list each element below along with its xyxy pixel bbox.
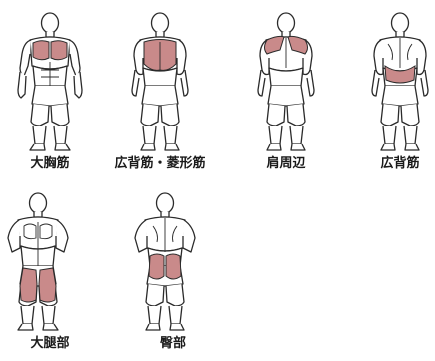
lower-back-highlight xyxy=(384,65,416,84)
back-body-icon xyxy=(131,12,189,151)
figure-label: 広背筋・菱形筋 xyxy=(114,156,206,171)
front-body-icon xyxy=(7,192,69,331)
figure-label: 肩周辺 xyxy=(266,156,306,171)
glute-highlight xyxy=(148,253,182,280)
figure-thighs: 大腿部 xyxy=(0,186,88,351)
figure-label: 臀部 xyxy=(159,336,186,351)
figure-lower-back: 広背筋 xyxy=(350,6,435,171)
figure-label: 広背筋 xyxy=(380,156,420,171)
chest-highlight xyxy=(32,40,68,61)
back-body-icon xyxy=(134,192,196,331)
figure-upper-back: 広背筋・菱形筋 xyxy=(110,6,210,171)
figure-label: 大腿部 xyxy=(30,336,70,351)
front-body-icon xyxy=(17,12,83,151)
back-body-icon xyxy=(257,12,315,151)
figure-label: 大胸筋 xyxy=(30,156,70,171)
figure-glutes: 臀部 xyxy=(115,186,215,351)
figure-shoulders: 肩周辺 xyxy=(236,6,336,171)
shoulder-highlight xyxy=(264,35,308,55)
back-body-icon xyxy=(371,12,429,151)
figure-chest: 大胸筋 xyxy=(0,6,100,171)
thigh-highlight xyxy=(19,267,57,303)
